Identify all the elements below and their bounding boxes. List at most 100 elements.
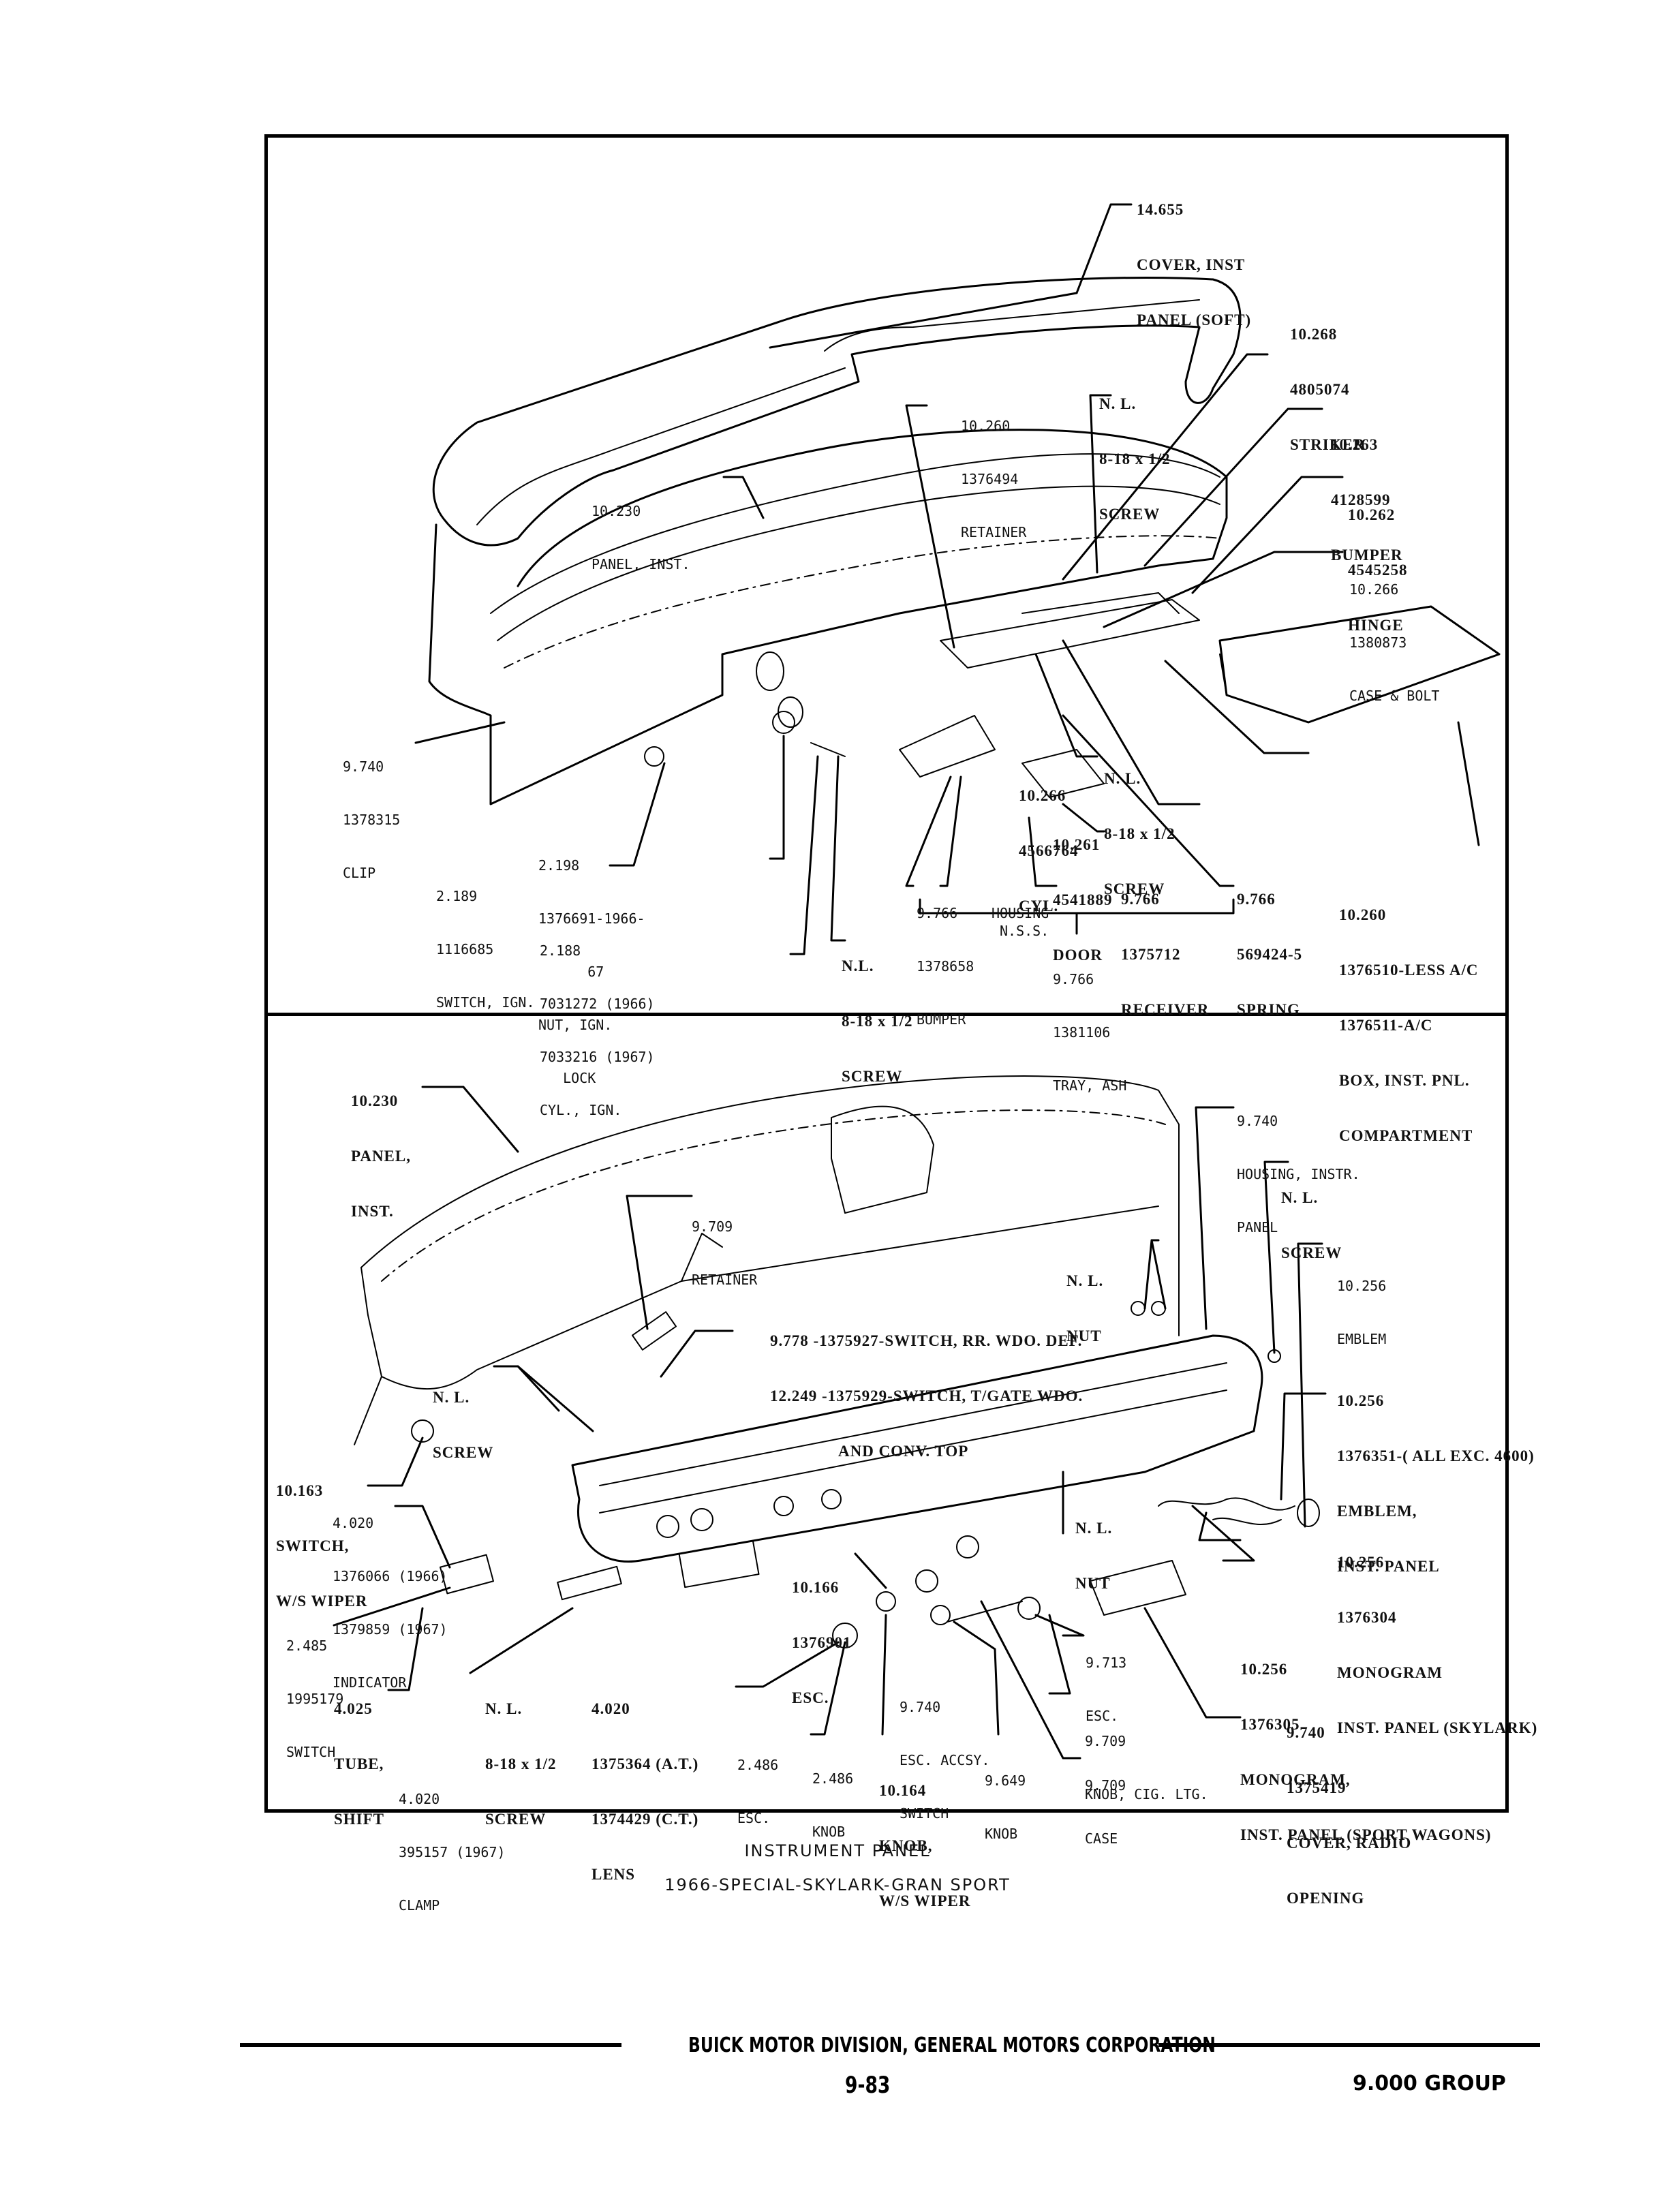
ignition-lock [772, 711, 795, 734]
bottom-panel-outline [360, 1075, 1180, 1336]
label-line: 10.256 [1337, 1278, 1387, 1294]
label-line: HOUSING, INSTR. [1237, 1166, 1360, 1182]
label-esc-accsy-switch: 9.740 ESC. ACCSY. SWITCH [900, 1663, 989, 1840]
label-line: EMBLEM, [1337, 1503, 1417, 1520]
label-line: 7033216 (1967) [540, 1049, 655, 1065]
label-emblem: 10.256 EMBLEM [1337, 1242, 1386, 1366]
label-line: 1376510-LESS A/C [1339, 962, 1479, 979]
label-line: NUT [1075, 1575, 1111, 1592]
label-line: 10.260 [961, 418, 1011, 434]
label-line: 4.020 [399, 1791, 440, 1807]
shift-tube [557, 1565, 622, 1601]
label-line: 9.740 [1237, 1113, 1278, 1129]
label-line: PANEL (SOFT) [1137, 311, 1252, 328]
label-line: STRIKER [1290, 436, 1366, 453]
label-line: 1116685 [436, 941, 494, 957]
label-line: 10.256 [1337, 1554, 1385, 1571]
label-line: 569424-5 [1237, 946, 1303, 963]
label-line: 1376494 [961, 471, 1019, 487]
label-line: SCREW [1281, 1244, 1342, 1261]
label-line: COVER, RADIO [1287, 1834, 1412, 1852]
label-line: 8-18 x 1/2 [485, 1755, 557, 1772]
label-monogram-wagons: 10.256 1376305 MONOGRAM, INST. PANEL (SP… [1240, 1623, 1492, 1862]
label-line: 2.486 [812, 1770, 854, 1787]
top-exploded-view [414, 203, 1501, 955]
label-line: 1376351-( ALL EXC. 4600) [1337, 1447, 1535, 1464]
label-ign-switch: 2.189 1116685 SWITCH, IGN. [436, 852, 535, 1029]
label-line: 10.260 [1339, 906, 1387, 923]
label-line: ESC. ACCSY. [900, 1752, 990, 1768]
label-line: 9.766 [1237, 891, 1276, 908]
label-nut-upper: N. L. NUT [1066, 1235, 1103, 1364]
label-line: COVER, INST [1137, 256, 1246, 273]
label-line: 1381106 [1053, 1024, 1111, 1041]
label-indicator: 4.020 1376066 (1966) 1379859 (1967) INDI… [333, 1479, 448, 1709]
label-monogram-skylark: 10.256 1376304 MONOGRAM INST. PANEL (SKY… [1337, 1516, 1537, 1755]
label-line: PANEL, INST. [591, 556, 690, 572]
label-screw-left: N. L. SCREW [433, 1351, 493, 1480]
label-line: 10.166 [792, 1579, 840, 1596]
label-line: ESC. [737, 1810, 771, 1826]
radio-cover [1090, 1560, 1186, 1616]
label-switch-defog-tailgate: 9.778 -1375927-SWITCH, RR. WDO. DEF. 12.… [770, 1295, 1083, 1479]
label-clip: 9.740 1378315 CLIP [343, 722, 400, 900]
label-line: 1376304 [1337, 1609, 1397, 1626]
label-line: N. L. [1075, 1520, 1113, 1537]
label-soft-cover: 14.655 COVER, INST PANEL (SOFT) [1137, 164, 1251, 348]
retainer-part [631, 1311, 677, 1351]
section-group: 9.000 GROUP [1353, 2072, 1506, 2095]
label-line: 9.713 [1086, 1655, 1127, 1671]
label-line: INST. PANEL (SKYLARK) [1337, 1719, 1538, 1736]
instrument-panel-outline [428, 429, 1228, 805]
label-line: OPENING [1287, 1890, 1365, 1907]
label-line: TUBE, [334, 1755, 384, 1772]
indicator-switch [440, 1554, 494, 1595]
figure-caption-subtitle: 1966-SPECIAL-SKYLARK-GRAN SPORT [664, 1875, 1011, 1894]
label-line: 12.249 -1375929-SWITCH, T/GATE WDO. [770, 1387, 1084, 1404]
label-line: DOOR [1053, 947, 1103, 964]
label-nut-lower: N. L. NUT [1075, 1482, 1112, 1611]
label-line: N. L. [433, 1389, 470, 1406]
label-line: SWITCH, IGN. [436, 994, 535, 1011]
label-line: 395157 (1967) [399, 1844, 506, 1860]
label-screw-lower: N.L. 8-18 x 1/2 SCREW [842, 920, 913, 1104]
label-line: BOX, INST. PNL. [1339, 1072, 1470, 1089]
label-line: 1995179 [286, 1691, 344, 1707]
label-line: 9.766 [1121, 891, 1160, 908]
ignition-switch [644, 746, 664, 767]
bottom-exploded-view [333, 1075, 1327, 1760]
label-case-9709: 9.709 CASE [1085, 1741, 1126, 1865]
label-line: INST. PANEL [1337, 1558, 1440, 1575]
label-line: 10.230 [351, 1092, 399, 1109]
label-line: 67 [538, 964, 604, 980]
label-esc-10166: 10.166 1376901 ESC. [792, 1541, 852, 1725]
label-line: 1376901 [792, 1634, 852, 1651]
ash-tray-receiver [1021, 749, 1105, 798]
label-line: 1378658 [917, 958, 974, 974]
label-line: N. L. [1066, 1272, 1104, 1289]
label-line: 10.263 [1331, 436, 1379, 453]
figure-caption-title: INSTRUMENT PANEL [744, 1841, 931, 1860]
label-line: RECEIVER [1121, 1001, 1210, 1018]
label-line: N. L. [485, 1700, 523, 1717]
label-line: SWITCH [286, 1744, 336, 1760]
label-line: AND CONV. TOP [770, 1443, 969, 1460]
label-line: N. L. [1281, 1189, 1319, 1206]
label-line: 9.766 [1053, 971, 1094, 987]
footer-rule-right [1158, 2043, 1540, 2047]
label-line: HOUSING [992, 905, 1049, 921]
label-retainer-bottom: 9.709 RETAINER [692, 1182, 757, 1306]
label-line: 1375364 (A.T.) [591, 1755, 699, 1772]
label-line: 2.198 [538, 857, 580, 874]
bottom-leader-lines [333, 1086, 1327, 1760]
label-ign-cylinder: 2.188 7031272 (1966) 7033216 (1967) CYL.… [540, 906, 655, 1137]
label-wiper-switch: 10.163 SWITCH, W/S WIPER [276, 1445, 367, 1629]
label-line: N.S.S. [1000, 923, 1049, 939]
label-line: 1379859 (1967) [333, 1621, 448, 1638]
label-hinge: 10.262 4545258 HINGE [1348, 469, 1408, 653]
label-line: SCREW [485, 1811, 547, 1828]
label-nut-ign-lock: 2.198 1376691-1966- 67 NUT, IGN. LOCK [538, 821, 645, 1105]
label-line: 10.164 [879, 1782, 927, 1799]
top-leader-lines [414, 203, 1480, 955]
label-line: 4545258 [1348, 562, 1408, 579]
